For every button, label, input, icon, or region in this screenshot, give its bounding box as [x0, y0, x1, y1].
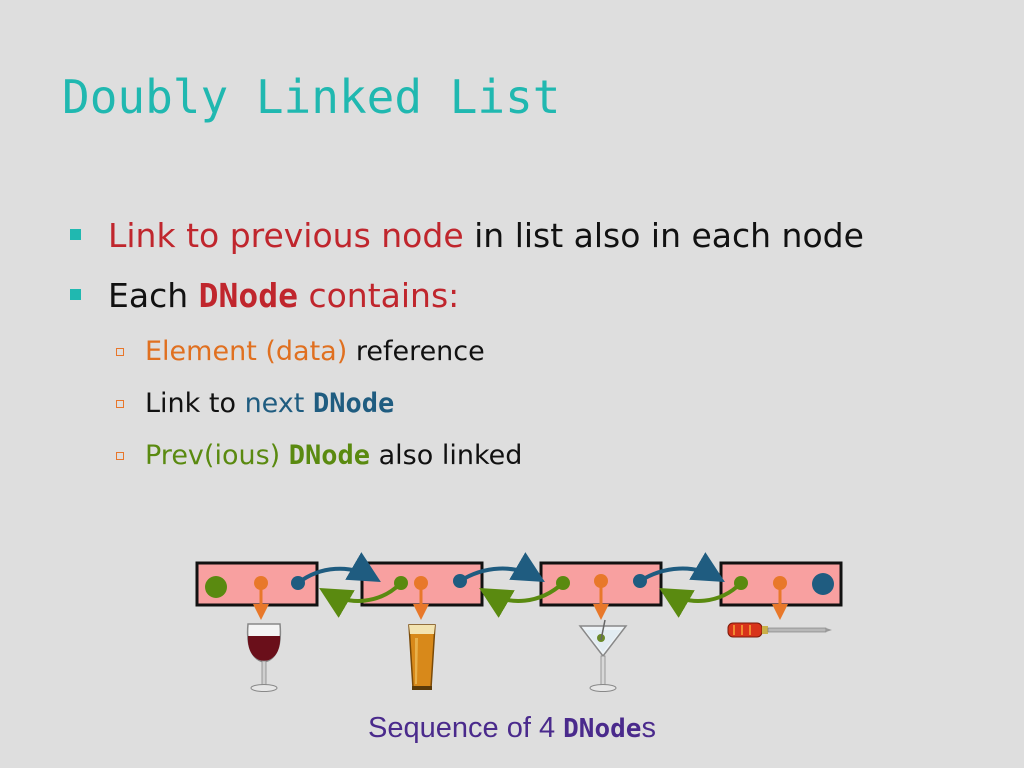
- sub-bullet-code: DNode: [288, 440, 371, 471]
- martini-glass-icon: [578, 619, 628, 692]
- bullet-highlight: Link to previous node: [108, 216, 464, 255]
- sub-bullet-highlight: Prev(ious): [145, 440, 289, 471]
- next-link: [453, 552, 545, 588]
- bullet-marker-icon: [70, 289, 81, 300]
- element-link: [593, 574, 609, 620]
- sub-bullet-code: DNode: [312, 388, 395, 419]
- sub-bullet-highlight: Element (data): [145, 336, 348, 367]
- sub-bullet-item: Link to next DNode: [70, 378, 990, 430]
- sub-bullet-text: also linked: [370, 440, 523, 471]
- bullet-list: Link to previous node in list also in ea…: [70, 206, 990, 482]
- slide-title: Doubly Linked List: [62, 70, 561, 124]
- prev-link: [479, 576, 570, 618]
- sub-bullet-text: reference: [347, 336, 485, 367]
- next-link: [291, 552, 381, 590]
- sub-bullet-text: Link to: [145, 388, 245, 419]
- prev-link: [659, 576, 748, 618]
- sub-bullet-highlight: next: [244, 388, 305, 419]
- bullet-code: DNode: [198, 276, 298, 315]
- beer-glass-icon: [408, 624, 436, 690]
- sub-bullet-marker-icon: [116, 452, 124, 460]
- diagram-caption: Sequence of 4 DNodes: [0, 712, 1024, 745]
- next-link: [633, 552, 725, 588]
- prev-link: [319, 576, 408, 618]
- sub-bullet-marker-icon: [116, 400, 124, 408]
- sub-bullet-item: Prev(ious) DNode also linked: [70, 430, 990, 482]
- null-next-dot: [812, 573, 834, 595]
- element-link: [413, 576, 429, 620]
- caption-code: DNode: [563, 714, 642, 744]
- bullet-item: Link to previous node in list also in ea…: [70, 206, 990, 266]
- caption-suffix: s: [641, 712, 656, 744]
- bullet-text: Each: [108, 276, 199, 315]
- caption-text: Sequence of 4: [368, 712, 564, 744]
- screwdriver-icon: [727, 622, 832, 638]
- element-link: [772, 576, 788, 620]
- null-prev-dot: [205, 576, 227, 598]
- bullet-highlight: contains:: [297, 276, 460, 315]
- element-link: [253, 576, 269, 620]
- bullet-marker-icon: [70, 229, 81, 240]
- sub-bullet-marker-icon: [116, 348, 124, 356]
- bullet-item: Each DNode contains:: [70, 266, 990, 326]
- sub-bullet-item: Element (data) reference: [70, 326, 990, 378]
- wine-glass-icon: [246, 623, 282, 692]
- bullet-text: in list also in each node: [463, 216, 864, 255]
